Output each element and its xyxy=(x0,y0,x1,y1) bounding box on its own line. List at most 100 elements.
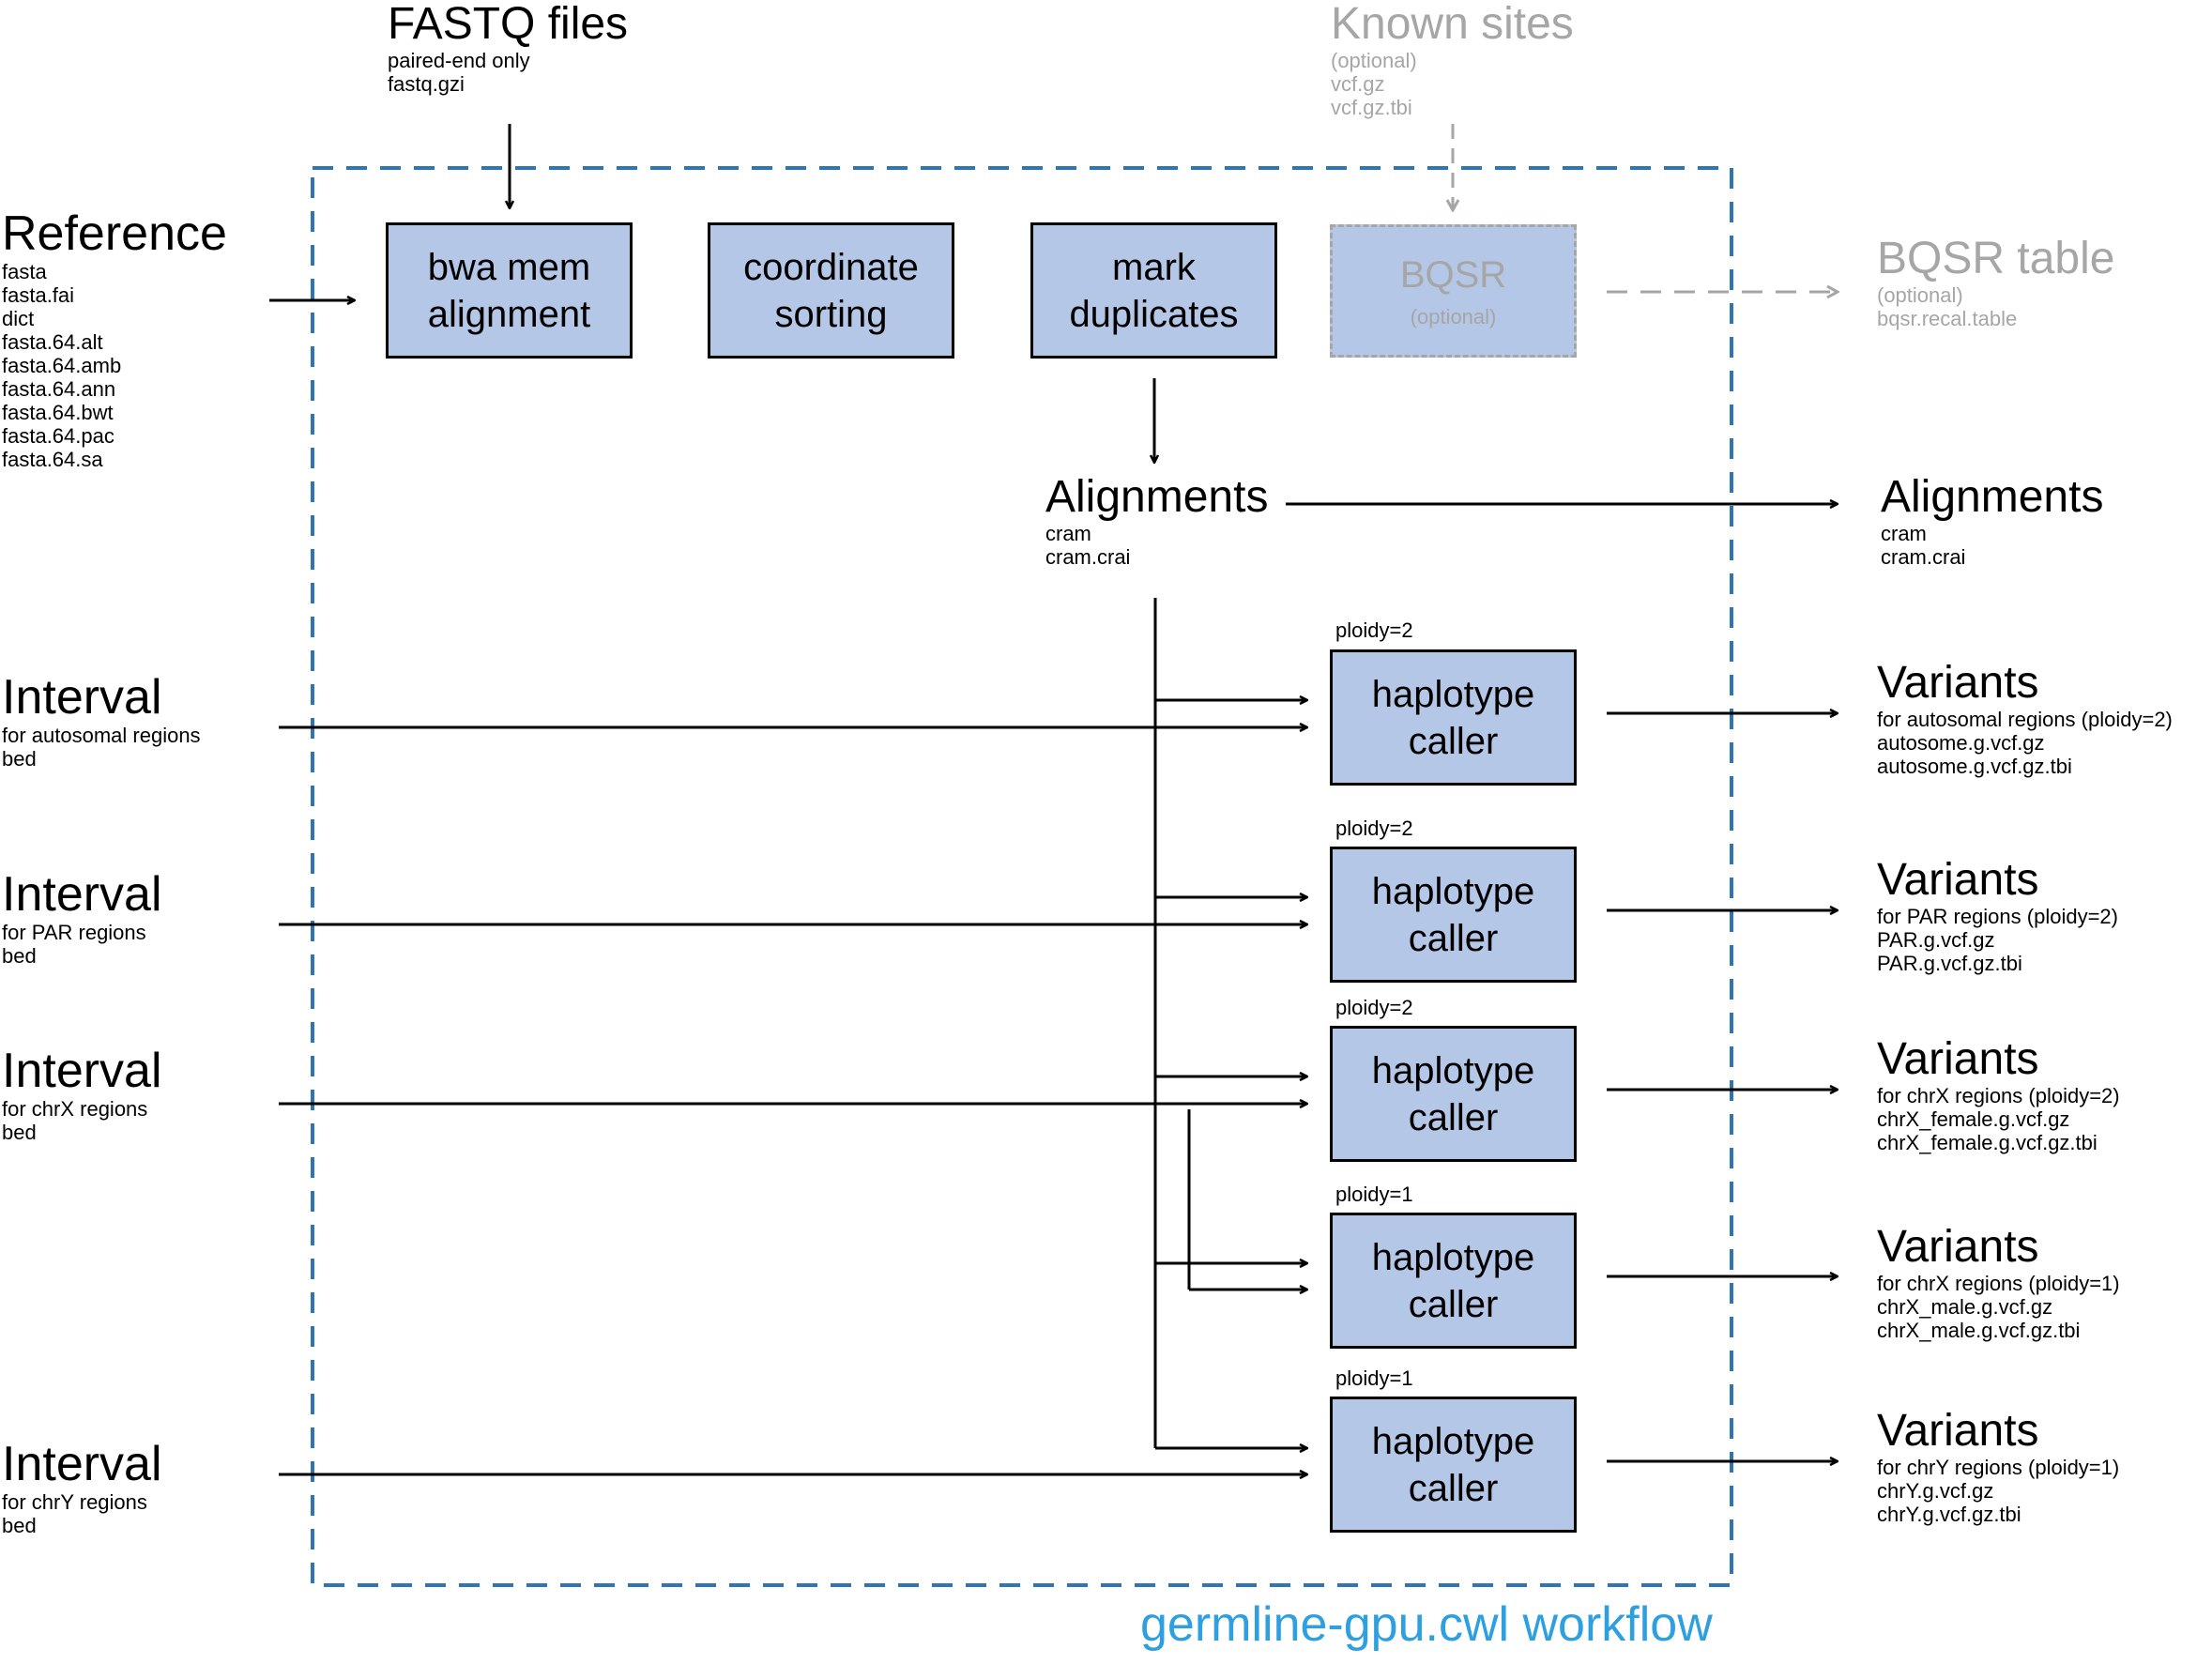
variants-desc: for PAR regions (ploidy=2) xyxy=(1877,905,2118,928)
bqsr-table-line: bqsr.recal.table xyxy=(1877,307,2018,330)
reference-file: fasta.64.bwt xyxy=(2,401,114,424)
interval-input-chry: Interval for chrY regions bed xyxy=(2,1440,162,1537)
variants-title: Variants xyxy=(1877,1034,2039,1084)
workflow-boundary xyxy=(311,166,1733,1587)
reference-input: Reference fasta fasta.fai dict fasta.64.… xyxy=(2,209,227,471)
alignments-output: Alignments cram cram.crai xyxy=(1881,475,2103,570)
step-label: alignment xyxy=(427,293,591,335)
step-label: bwa mem xyxy=(427,246,591,288)
ploidy-label: ploidy=1 xyxy=(1335,1366,1413,1390)
haplotype-caller-step: haplotype caller xyxy=(1330,1397,1577,1533)
variants-output: Variants for chrX regions (ploidy=2) chr… xyxy=(1877,1034,2120,1155)
alignments-file: cram xyxy=(1045,522,1091,545)
interval-title: Interval xyxy=(2,867,162,922)
variants-file: autosome.g.vcf.gz.tbi xyxy=(1877,755,2072,778)
ploidy-label: ploidy=2 xyxy=(1335,817,1413,840)
variants-file: chrX_male.g.vcf.gz.tbi xyxy=(1877,1319,2081,1342)
fastq-line: fastq.gzi xyxy=(388,72,465,96)
interval-input-chrx: Interval for chrX regions bed xyxy=(2,1046,162,1144)
variants-desc: for chrX regions (ploidy=2) xyxy=(1877,1084,2120,1107)
variants-file: autosome.g.vcf.gz xyxy=(1877,731,2045,755)
step-label: haplotype xyxy=(1371,1420,1535,1462)
alignments-output-file: cram.crai xyxy=(1881,545,1966,569)
interval-ext: bed xyxy=(2,944,37,968)
fastq-input: FASTQ files paired-end only fastq.gzi xyxy=(388,0,629,97)
reference-file: fasta.64.ann xyxy=(2,377,116,401)
fastq-title: FASTQ files xyxy=(388,0,629,49)
bqsr-table-line: (optional) xyxy=(1877,283,1963,307)
variants-file: chrY.g.vcf.gz.tbi xyxy=(1877,1503,2021,1526)
variants-desc: for chrX regions (ploidy=1) xyxy=(1877,1272,2120,1295)
reference-file: fasta.64.alt xyxy=(2,330,103,354)
variants-file: PAR.g.vcf.gz.tbi xyxy=(1877,952,2022,975)
variants-title: Variants xyxy=(1877,855,2039,905)
step-label: mark xyxy=(1112,246,1196,288)
variants-output: Variants for autosomal regions (ploidy=2… xyxy=(1877,658,2173,779)
variants-title: Variants xyxy=(1877,1406,2039,1456)
haplotype-caller-step: haplotype caller xyxy=(1330,847,1577,983)
step-optional-label: (optional) xyxy=(1410,305,1497,328)
reference-file: fasta xyxy=(2,260,47,283)
workflow-label: germline-gpu.cwl workflow xyxy=(1140,1597,1713,1652)
step-label: sorting xyxy=(774,293,888,335)
bwa-mem-alignment-step: bwa mem alignment xyxy=(386,222,633,359)
reference-file: dict xyxy=(2,307,35,330)
step-label: haplotype xyxy=(1371,1236,1535,1278)
interval-title: Interval xyxy=(2,1437,162,1491)
variants-desc: for chrY regions (ploidy=1) xyxy=(1877,1456,2120,1479)
step-label: caller xyxy=(1408,917,1499,959)
variants-title: Variants xyxy=(1877,658,2039,708)
known-sites-line: (optional) xyxy=(1331,49,1417,72)
reference-file: fasta.fai xyxy=(2,283,75,307)
coordinate-sorting-step: coordinate sorting xyxy=(708,222,954,359)
variants-file: chrX_male.g.vcf.gz xyxy=(1877,1295,2053,1319)
variants-desc: for autosomal regions (ploidy=2) xyxy=(1877,708,2173,731)
variants-file: chrY.g.vcf.gz xyxy=(1877,1479,1994,1503)
interval-desc: for PAR regions xyxy=(2,921,146,944)
interval-desc: for chrX regions xyxy=(2,1097,148,1121)
step-label: caller xyxy=(1408,1096,1499,1138)
known-sites-input: Known sites (optional) vcf.gz vcf.gz.tbi xyxy=(1331,0,1574,120)
step-label: haplotype xyxy=(1371,1049,1535,1092)
alignments-intermediate: Alignments cram cram.crai xyxy=(1045,472,1269,570)
ploidy-label: ploidy=2 xyxy=(1335,996,1413,1019)
ploidy-label: ploidy=1 xyxy=(1335,1183,1413,1206)
step-label: coordinate xyxy=(743,246,919,288)
bqsr-table-title: BQSR table xyxy=(1877,234,2115,283)
variants-output: Variants for PAR regions (ploidy=2) PAR.… xyxy=(1877,855,2118,976)
reference-file: fasta.64.sa xyxy=(2,448,103,471)
fastq-line: paired-end only xyxy=(388,49,530,72)
alignments-title: Alignments xyxy=(1045,472,1269,522)
variants-output: Variants for chrY regions (ploidy=1) chr… xyxy=(1877,1406,2120,1527)
step-label: caller xyxy=(1408,720,1499,762)
known-sites-title: Known sites xyxy=(1331,0,1574,49)
step-label: BQSR xyxy=(1399,254,1507,296)
haplotype-caller-step: haplotype caller xyxy=(1330,1026,1577,1162)
step-label: haplotype xyxy=(1371,870,1535,912)
ploidy-label: ploidy=2 xyxy=(1335,618,1413,642)
interval-input-autosomal: Interval for autosomal regions bed xyxy=(2,673,201,771)
reference-file: fasta.64.pac xyxy=(2,424,114,448)
alignments-output-file: cram xyxy=(1881,522,1927,545)
reference-title: Reference xyxy=(2,206,227,261)
variants-file: chrX_female.g.vcf.gz xyxy=(1877,1107,2070,1131)
interval-ext: bed xyxy=(2,1121,37,1144)
interval-title: Interval xyxy=(2,670,162,725)
interval-input-par: Interval for PAR regions bed xyxy=(2,870,162,968)
reference-file: fasta.64.amb xyxy=(2,354,122,377)
variants-output: Variants for chrX regions (ploidy=1) chr… xyxy=(1877,1225,2120,1343)
interval-ext: bed xyxy=(2,747,37,771)
variants-file: PAR.g.vcf.gz xyxy=(1877,928,1995,952)
known-sites-line: vcf.gz.tbi xyxy=(1331,96,1412,119)
known-sites-line: vcf.gz xyxy=(1331,72,1385,96)
bqsr-step: BQSR (optional) xyxy=(1330,224,1577,358)
bqsr-table-output: BQSR table (optional) bqsr.recal.table xyxy=(1877,234,2115,331)
step-label: caller xyxy=(1408,1283,1499,1325)
interval-title: Interval xyxy=(2,1044,162,1098)
step-label: haplotype xyxy=(1371,673,1535,715)
interval-desc: for chrY regions xyxy=(2,1490,147,1514)
step-label: duplicates xyxy=(1069,293,1239,335)
mark-duplicates-step: mark duplicates xyxy=(1030,222,1277,359)
haplotype-caller-step: haplotype caller xyxy=(1330,1213,1577,1349)
